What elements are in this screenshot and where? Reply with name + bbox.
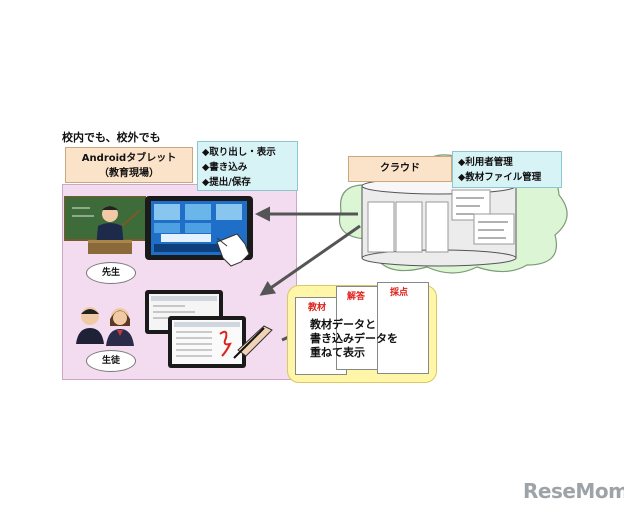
- overlay-line: 教材データと: [310, 318, 376, 331]
- teacher-tablet: [145, 196, 253, 267]
- teacher-label: 先生: [86, 262, 136, 284]
- cloud-function-item: ◆教材ファイル管理: [458, 172, 542, 183]
- student-label: 生徒: [86, 350, 136, 372]
- teacher-illustration: [64, 196, 146, 254]
- student-tablet-writing: [168, 316, 273, 368]
- operation-item: ◆提出/保存: [202, 177, 251, 188]
- student-illustration: [76, 307, 134, 346]
- cloud-functions: ◆利用者管理 ◆教材ファイル管理: [452, 151, 562, 188]
- sheet-grading-tag: 採点: [390, 288, 409, 298]
- android-line1: Androidタブレット: [81, 153, 177, 164]
- operation-item: ◆書き込み: [202, 162, 248, 173]
- android-line2: （教育現場）: [99, 168, 159, 179]
- operation-item: ◆取り出し・表示: [202, 147, 276, 158]
- sheet-grading: 採点: [377, 282, 429, 374]
- overlay-description: 教材データと 書き込みデータを 重ねて表示: [310, 318, 398, 360]
- brand-logo: ReseMom: [523, 479, 624, 503]
- overlay-line: 書き込みデータを: [310, 332, 398, 345]
- sheet-material-tag: 教材: [308, 303, 327, 313]
- sheet-answer-tag: 解答: [347, 292, 366, 302]
- overlay-line: 重ねて表示: [310, 346, 365, 359]
- arrow-cloud-to-student: [259, 224, 361, 296]
- cloud-storage-cylinder: [361, 177, 517, 267]
- operations-list: ◆取り出し・表示 ◆書き込み ◆提出/保存: [197, 141, 298, 191]
- cloud-label: クラウド: [348, 156, 452, 182]
- cloud-function-item: ◆利用者管理: [458, 157, 513, 168]
- android-tablet-label: Androidタブレット （教育現場）: [65, 147, 193, 183]
- diagram-heading: 校内でも、校外でも: [62, 131, 161, 144]
